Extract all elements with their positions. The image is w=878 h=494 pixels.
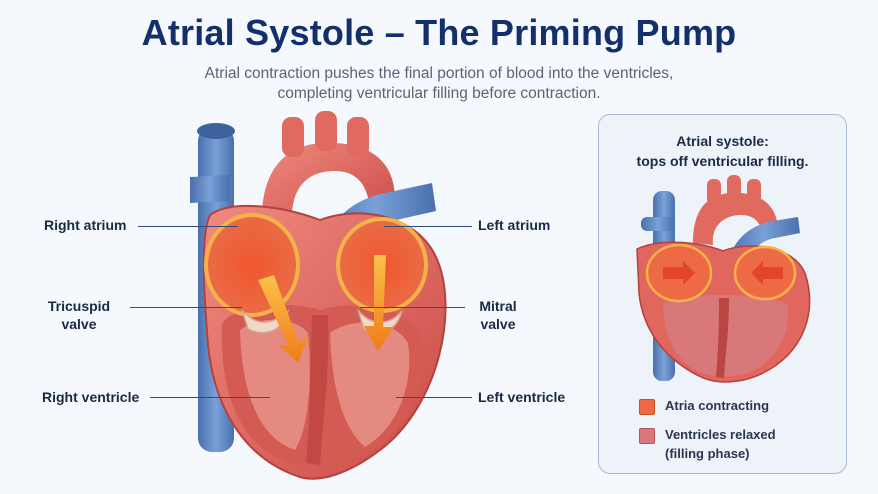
mini-aorta-branch-3 bbox=[747, 179, 761, 205]
panel-title: Atrial systole: tops off ventricular fil… bbox=[599, 131, 846, 171]
label-mitral-valve: Mitral valve bbox=[470, 297, 526, 333]
label-mitral-line-2: valve bbox=[480, 316, 516, 332]
label-mitral-line-1: Mitral bbox=[479, 298, 517, 314]
septum bbox=[306, 315, 329, 465]
mini-left-arrow-icon bbox=[751, 261, 783, 285]
page-title: Atrial Systole – The Priming Pump bbox=[141, 12, 737, 53]
left-flow-arrow bbox=[364, 255, 394, 351]
label-right-atrium: Right atrium bbox=[44, 217, 127, 233]
leader-right-atrium bbox=[138, 226, 238, 228]
right-atrium-chamber bbox=[204, 213, 300, 317]
panel-title-line-1: Atrial systole: bbox=[676, 133, 769, 149]
left-ventricle-chamber bbox=[330, 322, 410, 447]
mini-aortic-arch bbox=[693, 192, 778, 245]
label-tricuspid-line-2: valve bbox=[61, 316, 97, 332]
page-subtitle: Atrial contraction pushes the final port… bbox=[0, 64, 878, 104]
leader-tricuspid-valve bbox=[130, 307, 242, 309]
vena-cava-branch bbox=[190, 175, 230, 203]
leader-left-atrium bbox=[384, 226, 472, 228]
leader-left-ventricle bbox=[396, 397, 472, 399]
label-tricuspid-line-1: Tricuspid bbox=[47, 298, 111, 314]
legend-swatch-atria bbox=[639, 399, 655, 415]
aorta-branch-1 bbox=[282, 117, 304, 157]
mini-septum bbox=[716, 298, 729, 378]
label-left-ventricle: Left ventricle bbox=[478, 389, 566, 405]
label-right-ventricle: Right ventricle bbox=[42, 389, 140, 405]
heart-illustration bbox=[190, 111, 447, 480]
mini-right-arrow-icon bbox=[663, 261, 695, 285]
tricuspid-valve bbox=[241, 308, 290, 334]
leader-mitral-valve bbox=[360, 307, 465, 309]
aortic-arch bbox=[261, 142, 395, 225]
mini-aorta-branch-1 bbox=[707, 179, 721, 205]
mini-heart-illustration bbox=[636, 175, 811, 383]
right-flow-arrow bbox=[258, 275, 308, 363]
aorta-branch-2 bbox=[315, 111, 337, 151]
legend-swatch-ventricles bbox=[639, 428, 655, 444]
subtitle-line-1: Atrial contraction pushes the final port… bbox=[204, 65, 674, 82]
label-tricuspid-valve: Tricuspid valve bbox=[44, 297, 114, 333]
leader-right-ventricle bbox=[150, 397, 270, 399]
subtitle-line-2: completing ventricular filling before co… bbox=[277, 85, 601, 102]
label-left-atrium: Left atrium bbox=[478, 217, 551, 233]
mini-aorta-branch-2 bbox=[727, 175, 741, 201]
mini-vena-cava-branch bbox=[641, 217, 675, 231]
legend-label-ventricles-line-2: (filling phase) bbox=[665, 446, 750, 461]
vena-cava-top bbox=[197, 123, 235, 139]
legend-label-ventricles: Ventricles relaxed (filling phase) bbox=[665, 425, 776, 463]
aorta-branch-3 bbox=[347, 117, 369, 157]
summary-panel: Atrial systole: tops off ventricular fil… bbox=[598, 114, 847, 474]
panel-title-line-2: tops off ventricular filling. bbox=[636, 153, 809, 169]
legend-label-atria: Atria contracting bbox=[665, 398, 770, 413]
legend-label-ventricles-line-1: Ventricles relaxed bbox=[665, 427, 776, 442]
